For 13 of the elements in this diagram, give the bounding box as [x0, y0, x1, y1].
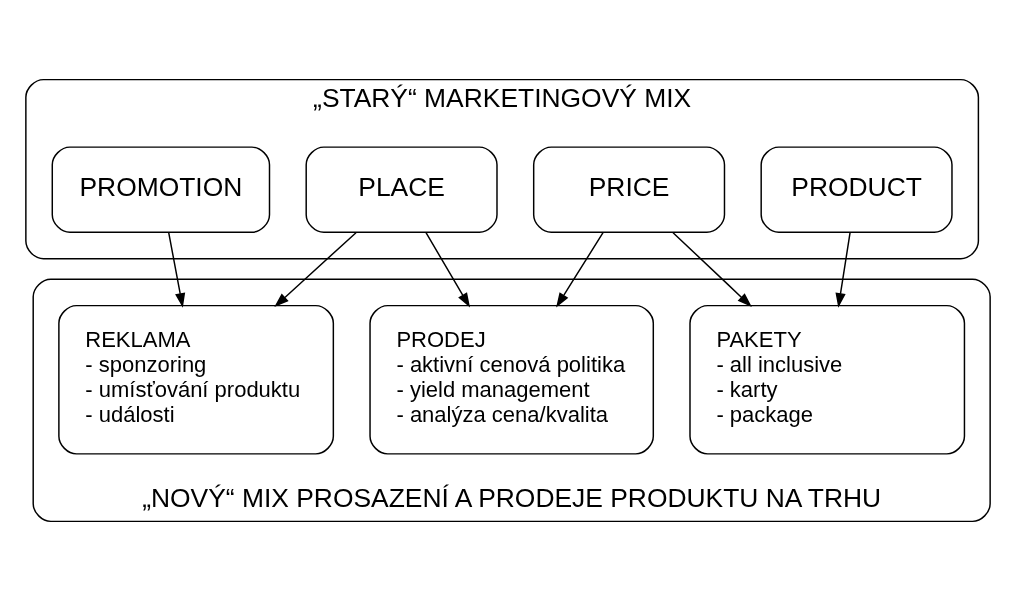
arrow — [274, 231, 357, 307]
node-box: PRODUCT — [760, 145, 953, 233]
node-box: PAKETY - all inclusive - karty - package — [689, 304, 966, 455]
arrow — [835, 231, 851, 308]
node-box: PRODEJ - aktivní cenová politika - yield management - analýza cena/kvalita — [369, 304, 655, 455]
arrow — [425, 231, 471, 307]
node-box: REKLAMA - sponzoring - umísťování produktu - události — [58, 304, 335, 455]
arrow — [167, 231, 186, 308]
arrow — [672, 231, 752, 307]
node-box: PLACE — [305, 145, 498, 233]
node-box: PRICE — [532, 145, 726, 233]
arrow — [556, 231, 604, 307]
node-box: PROMOTION — [51, 145, 271, 233]
